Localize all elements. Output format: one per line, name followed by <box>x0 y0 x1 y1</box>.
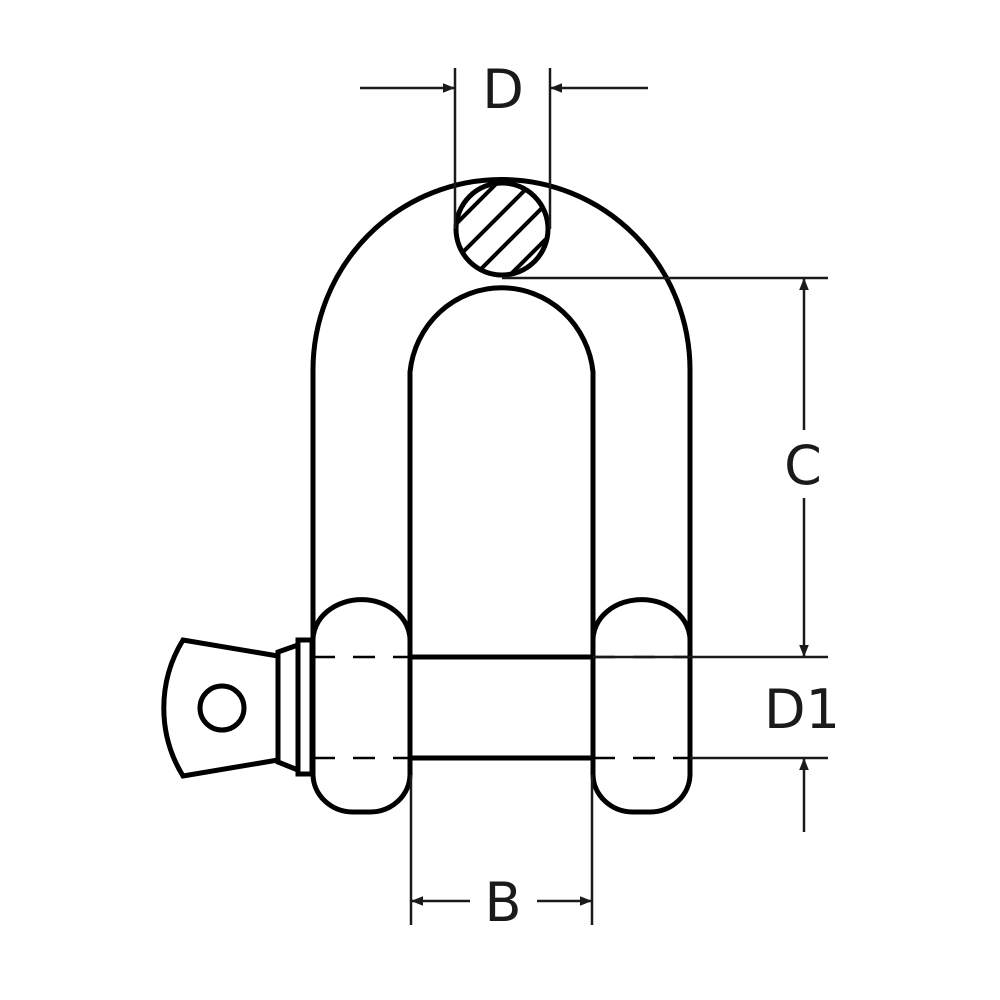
pin-head <box>161 637 315 779</box>
dimension-C <box>502 276 828 659</box>
left-eye <box>310 597 413 815</box>
label-B: B <box>484 871 521 934</box>
dimension-B <box>409 775 594 925</box>
dimension-D <box>360 68 648 229</box>
dimension-D1 <box>690 756 828 832</box>
shackle-bow-outer <box>310 177 693 640</box>
shackle-bow-inner <box>407 285 596 640</box>
right-eye <box>590 597 693 815</box>
label-D1: D1 <box>764 678 840 741</box>
pin-eye-hole <box>197 683 247 733</box>
label-C: C <box>784 434 822 497</box>
label-D: D <box>482 58 524 121</box>
